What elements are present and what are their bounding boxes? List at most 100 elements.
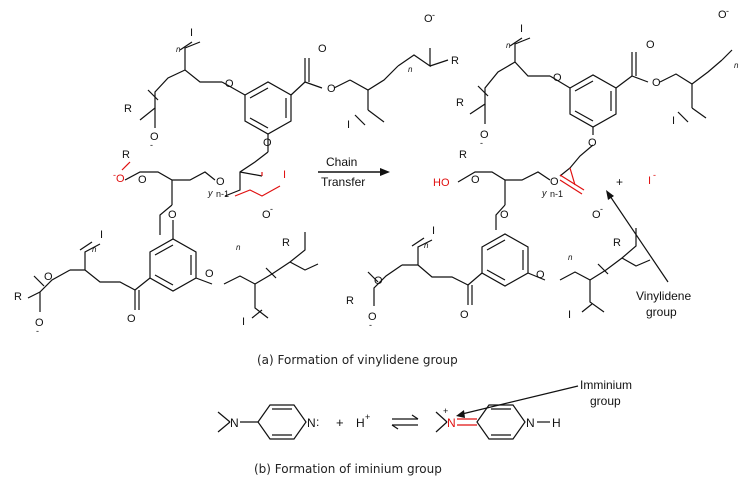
subscript-y: y — [207, 188, 213, 198]
atom-O: O — [262, 209, 271, 221]
atom-I: I — [520, 23, 523, 35]
charge-minus: - — [480, 138, 483, 148]
lone-pair: : — [316, 415, 319, 429]
hydroxyl-HO-red: HO — [433, 177, 450, 189]
atom-O: O — [550, 176, 559, 188]
atom-I: I — [672, 115, 675, 127]
atom-O: O — [460, 309, 469, 321]
subscript-n: n — [236, 243, 241, 252]
subscript-n-1: n-1 — [216, 189, 229, 199]
atom-O-red: O — [116, 173, 125, 185]
atom-R: R — [456, 97, 464, 109]
atom-N: N — [526, 416, 535, 430]
atom-R: R — [124, 103, 132, 115]
atom-I: I — [568, 309, 571, 321]
vinylidene-label-group: group — [646, 305, 677, 319]
atom-O: O — [150, 131, 159, 143]
atom-R: R — [346, 295, 354, 307]
subscript-y: y — [541, 188, 547, 198]
atom-I-red: I — [283, 169, 286, 181]
atom-O: O — [652, 77, 661, 89]
subscript-n: n — [424, 241, 429, 250]
atom-O: O — [216, 176, 225, 188]
proton-charge: + — [365, 412, 370, 422]
upper-right-benzene-ring — [569, 74, 617, 128]
charge-minus: - — [369, 320, 372, 330]
subscript-n: n — [568, 253, 573, 262]
atom-O: O — [327, 83, 336, 95]
atom-O: O — [318, 43, 327, 55]
reactant-labels: O - R n O O I I n O R O - O R O - O O y … — [14, 10, 459, 336]
caption-b: (b) Formation of iminium group — [254, 462, 442, 476]
iminium-ring — [476, 404, 526, 440]
iminium-charge: + — [443, 406, 448, 416]
vinylidene-label: Vinylidene — [636, 289, 691, 303]
subscript-n: n — [506, 41, 511, 50]
product-labels: O - n O O I I n O R O - O R HO O O y n-1… — [346, 6, 739, 330]
atom-R: R — [613, 237, 621, 249]
atom-I: I — [100, 229, 103, 241]
subscript-n: n — [734, 61, 739, 70]
pyridine-ring — [257, 404, 307, 440]
imminium-label-group: group — [590, 394, 621, 408]
atom-O: O — [588, 137, 597, 149]
atom-R: R — [14, 291, 22, 303]
upper-left-benzene-ring — [244, 81, 292, 135]
atom-O: O — [374, 275, 383, 287]
subscript-n: n — [408, 65, 413, 74]
lower-right-benzene-ring — [481, 233, 529, 287]
chain-transfer-arrow: Chain Transfer — [318, 155, 390, 189]
atom-H: H — [552, 416, 561, 430]
atom-R: R — [451, 55, 459, 67]
charge-minus: - — [726, 6, 729, 16]
iodide-charge-red: - — [653, 170, 656, 180]
reactant-polymer — [27, 41, 449, 319]
atom-R: R — [459, 149, 467, 161]
atom-O: O — [471, 174, 480, 186]
atom-O: O — [168, 209, 177, 221]
atom-O: O — [138, 174, 147, 186]
subscript-n-1: n-1 — [550, 189, 563, 199]
charge-minus: - — [432, 10, 435, 20]
lower-left-benzene-ring — [149, 238, 197, 292]
subscript-n: n — [176, 45, 181, 54]
atom-O: O — [500, 209, 509, 221]
charge-minus: - — [600, 204, 603, 214]
atom-I: I — [347, 119, 350, 131]
atom-O: O — [263, 137, 272, 149]
atom-R: R — [122, 149, 130, 161]
arrow-label-chain: Chain — [326, 155, 357, 169]
atom-N: N — [307, 416, 316, 430]
atom-O: O — [646, 39, 655, 51]
iodide-ion-red: I — [648, 175, 651, 187]
dmap-reaction: N N : + H + + N N H Imminium group — [217, 378, 632, 440]
atom-O: O — [44, 271, 53, 283]
charge-minus: - — [150, 140, 153, 150]
atom-O: O — [127, 313, 136, 325]
atom-I: I — [242, 316, 245, 328]
atom-O: O — [553, 72, 562, 84]
product-polymer — [367, 37, 733, 313]
atom-I: I — [190, 27, 193, 39]
proton-H: H — [356, 416, 365, 430]
atom-O: O — [35, 317, 44, 329]
arrow-label-transfer: Transfer — [321, 175, 365, 189]
charge-minus: - — [36, 326, 39, 336]
plus-sign: + — [336, 415, 344, 430]
imminium-label: Imminium — [580, 378, 632, 392]
charge-minus-red: - — [113, 170, 116, 180]
charge-minus: - — [270, 204, 273, 214]
atom-O: O — [368, 311, 377, 323]
atom-O: O — [225, 78, 234, 90]
atom-O: O — [205, 268, 214, 280]
atom-O: O — [536, 269, 545, 281]
subscript-n: n — [92, 245, 97, 254]
atom-R: R — [282, 237, 290, 249]
plus-sign: + — [616, 175, 623, 189]
atom-O: O — [424, 13, 433, 25]
atom-N: N — [230, 416, 239, 430]
atom-O: O — [592, 209, 601, 221]
caption-a: (a) Formation of vinylidene group — [257, 353, 458, 367]
atom-O: O — [480, 129, 489, 141]
